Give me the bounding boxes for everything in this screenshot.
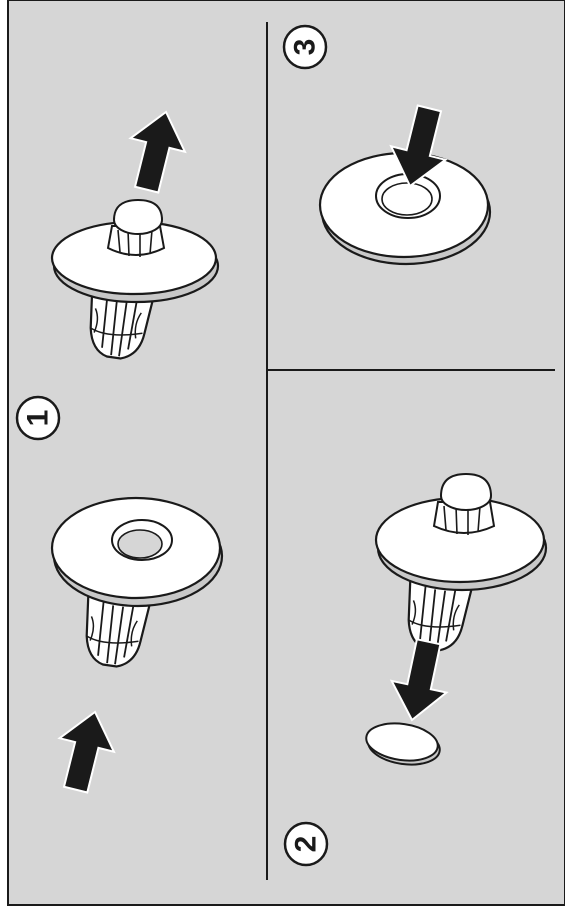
step-3-number: 3 [289,39,322,56]
step-1-number: 1 [22,410,55,427]
step-2-number: 2 [290,836,323,853]
step-2-badge: 2 [285,823,327,865]
step-1-badge: 1 [17,397,59,439]
step-3-badge: 3 [284,26,326,68]
